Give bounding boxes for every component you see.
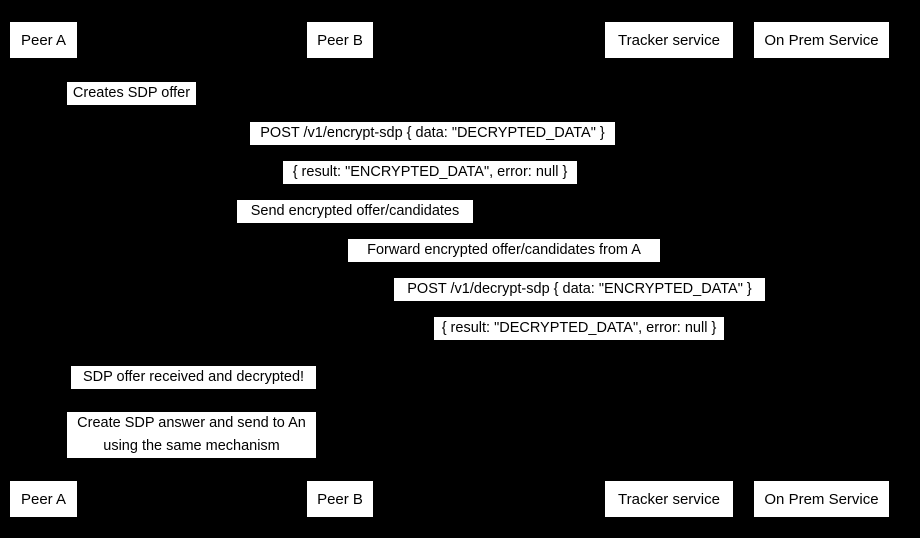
participant-label: On Prem Service	[764, 490, 879, 508]
participant-footer-peer-a[interactable]: Peer A	[10, 481, 77, 517]
lifeline-peer-b	[340, 58, 341, 480]
message-decrypt-sdp-result: { result: "DECRYPTED_DATA", error: null …	[434, 317, 724, 340]
message-forward-encrypted-offer: Forward encrypted offer/candidates from …	[348, 239, 660, 262]
participant-header-peer-b[interactable]: Peer B	[307, 22, 373, 58]
participant-label: Peer B	[317, 490, 363, 508]
participant-header-peer-a[interactable]: Peer A	[10, 22, 77, 58]
participant-label: Tracker service	[618, 490, 720, 508]
lifeline-peer-a	[43, 58, 44, 480]
participant-footer-on-prem-service[interactable]: On Prem Service	[754, 481, 889, 517]
lifeline-on-prem-service	[821, 58, 822, 480]
participant-footer-peer-b[interactable]: Peer B	[307, 481, 373, 517]
message-creates-sdp-offer: Creates SDP offer	[67, 82, 196, 105]
message-post-encrypt-sdp: POST /v1/encrypt-sdp { data: "DECRYPTED_…	[250, 122, 615, 145]
participant-header-tracker-service[interactable]: Tracker service	[605, 22, 733, 58]
participant-label: Tracker service	[618, 31, 720, 49]
participant-label: Peer B	[317, 31, 363, 49]
participant-label: Peer A	[20, 31, 67, 49]
message-sdp-offer-received: SDP offer received and decrypted!	[71, 366, 316, 389]
message-create-sdp-answer: Create SDP answer and send to An using t…	[67, 412, 316, 458]
participant-label: On Prem Service	[764, 31, 879, 49]
lifeline-tracker-service	[669, 58, 670, 480]
message-send-encrypted-offer: Send encrypted offer/candidates	[237, 200, 473, 223]
message-post-decrypt-sdp: POST /v1/decrypt-sdp { data: "ENCRYPTED_…	[394, 278, 765, 301]
participant-footer-tracker-service[interactable]: Tracker service	[605, 481, 733, 517]
participant-label: Peer A	[20, 490, 67, 508]
message-encrypt-sdp-result: { result: "ENCRYPTED_DATA", error: null …	[283, 161, 577, 184]
participant-header-on-prem-service[interactable]: On Prem Service	[754, 22, 889, 58]
